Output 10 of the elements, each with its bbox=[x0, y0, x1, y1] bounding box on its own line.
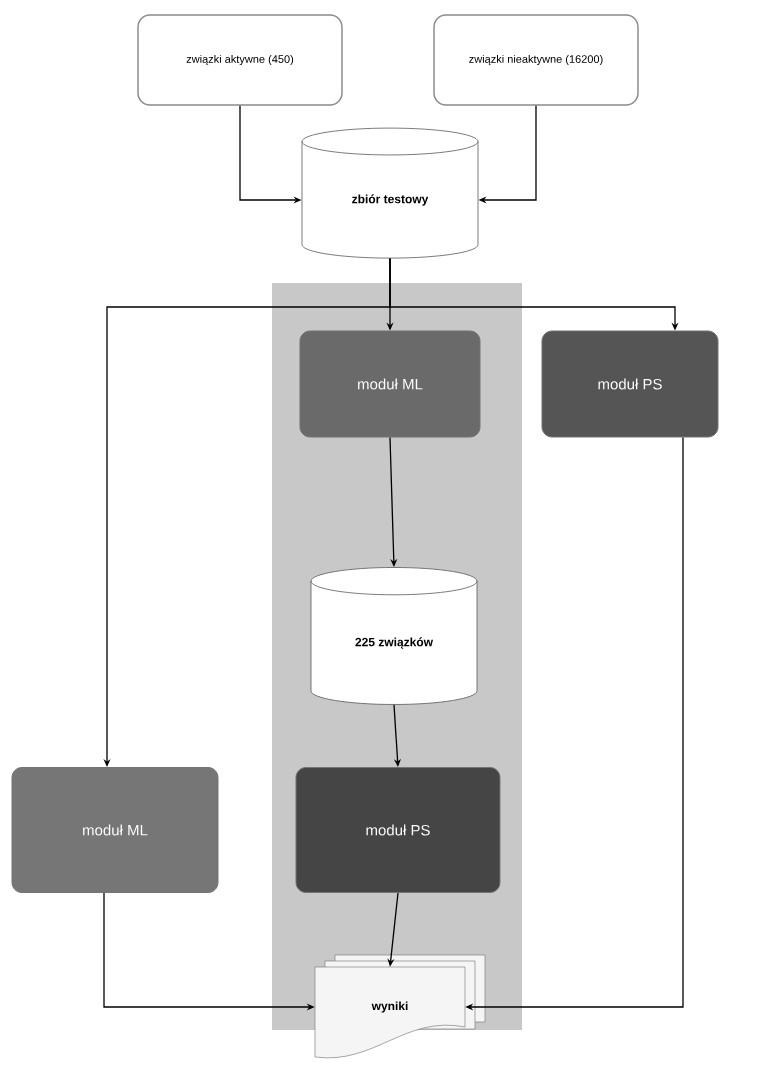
rounded-box: związki nieaktywne (16200) bbox=[433, 14, 639, 106]
rounded-box: związki aktywne (450) bbox=[137, 14, 343, 106]
process-box: moduł ML bbox=[299, 330, 481, 438]
process-box: moduł PS bbox=[541, 330, 719, 438]
arrow bbox=[393, 704, 402, 767]
process-box: moduł PS bbox=[295, 767, 501, 893]
document-stack: wyniki bbox=[314, 954, 486, 1059]
database-cylinder: zbiór testowy bbox=[301, 127, 479, 259]
database-cylinder: 225 związków bbox=[310, 567, 478, 705]
process-box: moduł ML bbox=[11, 767, 219, 893]
